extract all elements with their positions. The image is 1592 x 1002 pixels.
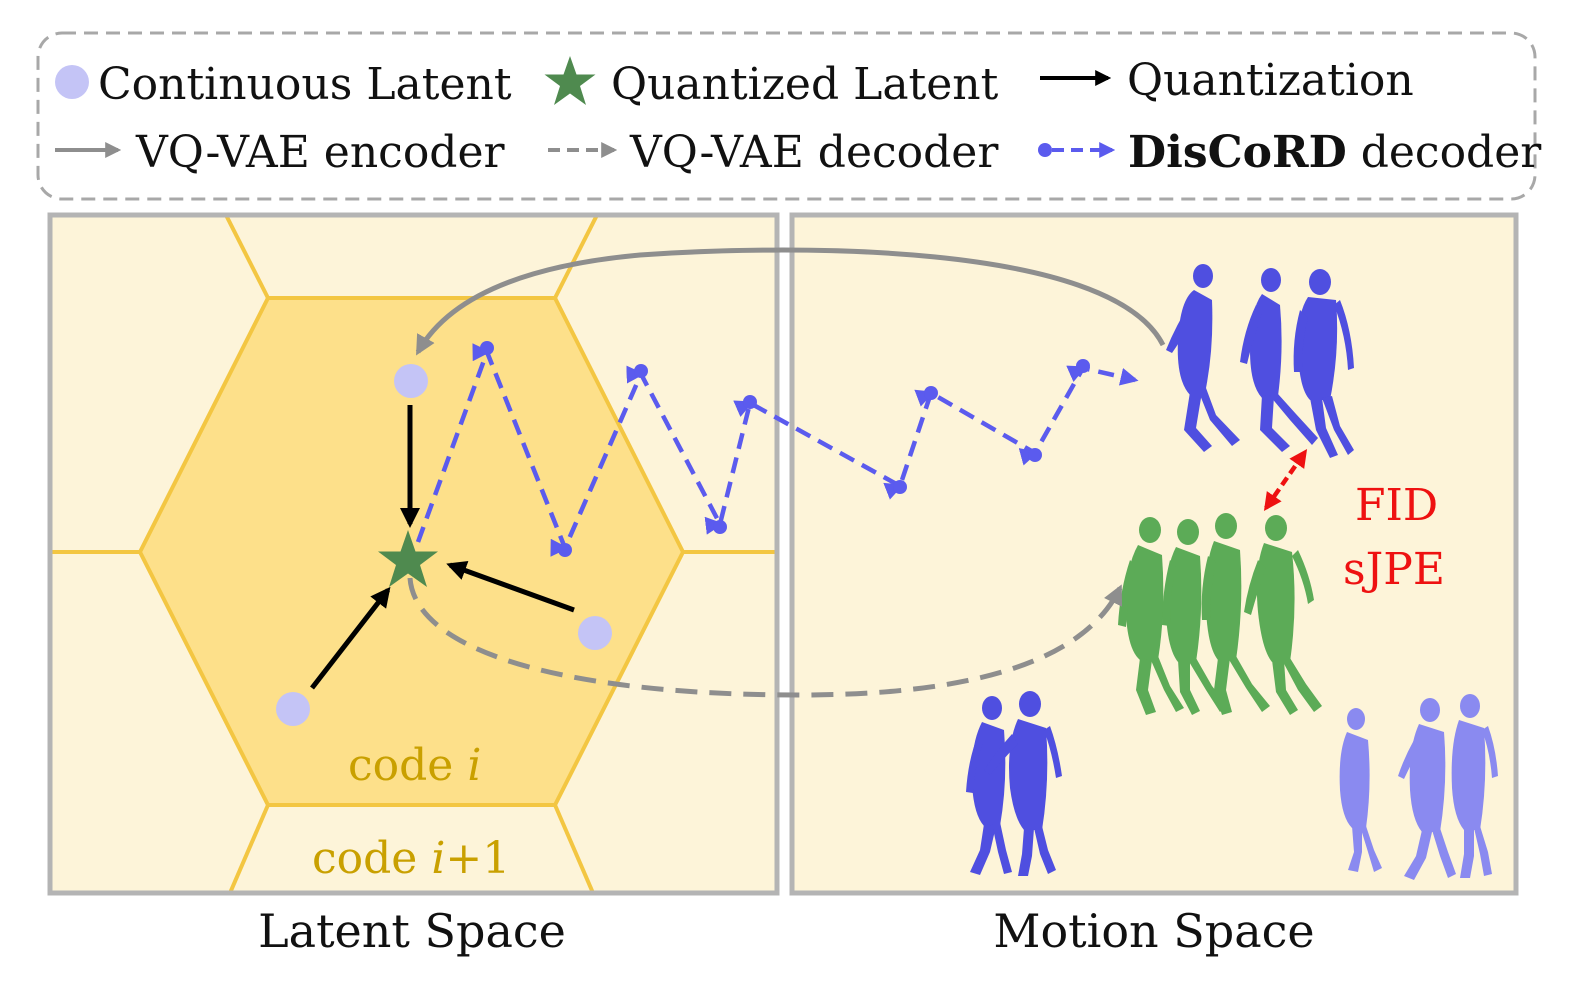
code-i-prefix: code bbox=[348, 740, 467, 791]
metric-comparison-arrow bbox=[1263, 449, 1308, 511]
motion-sequence-lightblue bbox=[1339, 694, 1498, 880]
continuous-latent-point bbox=[276, 692, 310, 726]
quantization-arrow bbox=[310, 586, 391, 690]
code-i1-suffix: +1 bbox=[445, 833, 510, 884]
code-i-label: code i bbox=[348, 740, 481, 791]
legend-discord-decoder: DisCoRD decoder bbox=[1128, 127, 1542, 178]
code-i1-var: i bbox=[431, 833, 445, 884]
discord-path-dots bbox=[480, 341, 1090, 557]
motion-space-caption: Motion Space bbox=[993, 904, 1314, 958]
body-figure bbox=[1244, 515, 1322, 715]
body-figure bbox=[966, 696, 1012, 875]
body-figure bbox=[1118, 517, 1184, 715]
quantized-latent-star bbox=[378, 530, 438, 587]
continuous-latent-point bbox=[578, 616, 612, 650]
body-figure bbox=[1240, 268, 1318, 452]
body-figure bbox=[984, 691, 1062, 876]
code-i-var: i bbox=[467, 740, 481, 791]
legend-vqvae-encoder: VQ-VAE encoder bbox=[135, 127, 506, 178]
motion-sequence-blue-top bbox=[1166, 264, 1354, 458]
latent-space-caption: Latent Space bbox=[258, 904, 566, 958]
body-figure bbox=[1201, 513, 1270, 715]
legend-quantization: Quantization bbox=[1127, 55, 1414, 106]
legend-box bbox=[36, 31, 1537, 201]
body-figure bbox=[1166, 264, 1240, 452]
body-figure bbox=[1293, 269, 1354, 458]
metric-sjpe: sJPE bbox=[1343, 544, 1445, 595]
motion-sequence-blue-bottom bbox=[966, 691, 1062, 876]
code-i1-prefix: code bbox=[312, 833, 431, 884]
metric-fid: FID bbox=[1355, 480, 1438, 531]
motion-sequence-green bbox=[1118, 513, 1322, 715]
legend-continuous-latent: Continuous Latent bbox=[98, 59, 512, 110]
legend-vqvae-decoder: VQ-VAE decoder bbox=[629, 127, 999, 178]
code-i1-label: code i+1 bbox=[312, 833, 510, 884]
discord-name: DisCoRD bbox=[1128, 127, 1347, 178]
quantization-arrow bbox=[446, 561, 575, 613]
continuous-latent-point bbox=[394, 364, 428, 398]
vqvae-decoder-arrow bbox=[407, 577, 1123, 698]
body-figure bbox=[1451, 694, 1498, 878]
continuous-latent-icon bbox=[55, 65, 89, 99]
discord-suffix: decoder bbox=[1347, 127, 1543, 178]
legend-quantized-latent: Quantized Latent bbox=[611, 59, 999, 110]
body-figure bbox=[1339, 708, 1382, 872]
vqvae-encoder-arrow bbox=[415, 247, 1166, 356]
discord-arrow-icon bbox=[1038, 142, 1116, 158]
star-icon bbox=[544, 56, 596, 105]
body-figure bbox=[1398, 698, 1456, 880]
